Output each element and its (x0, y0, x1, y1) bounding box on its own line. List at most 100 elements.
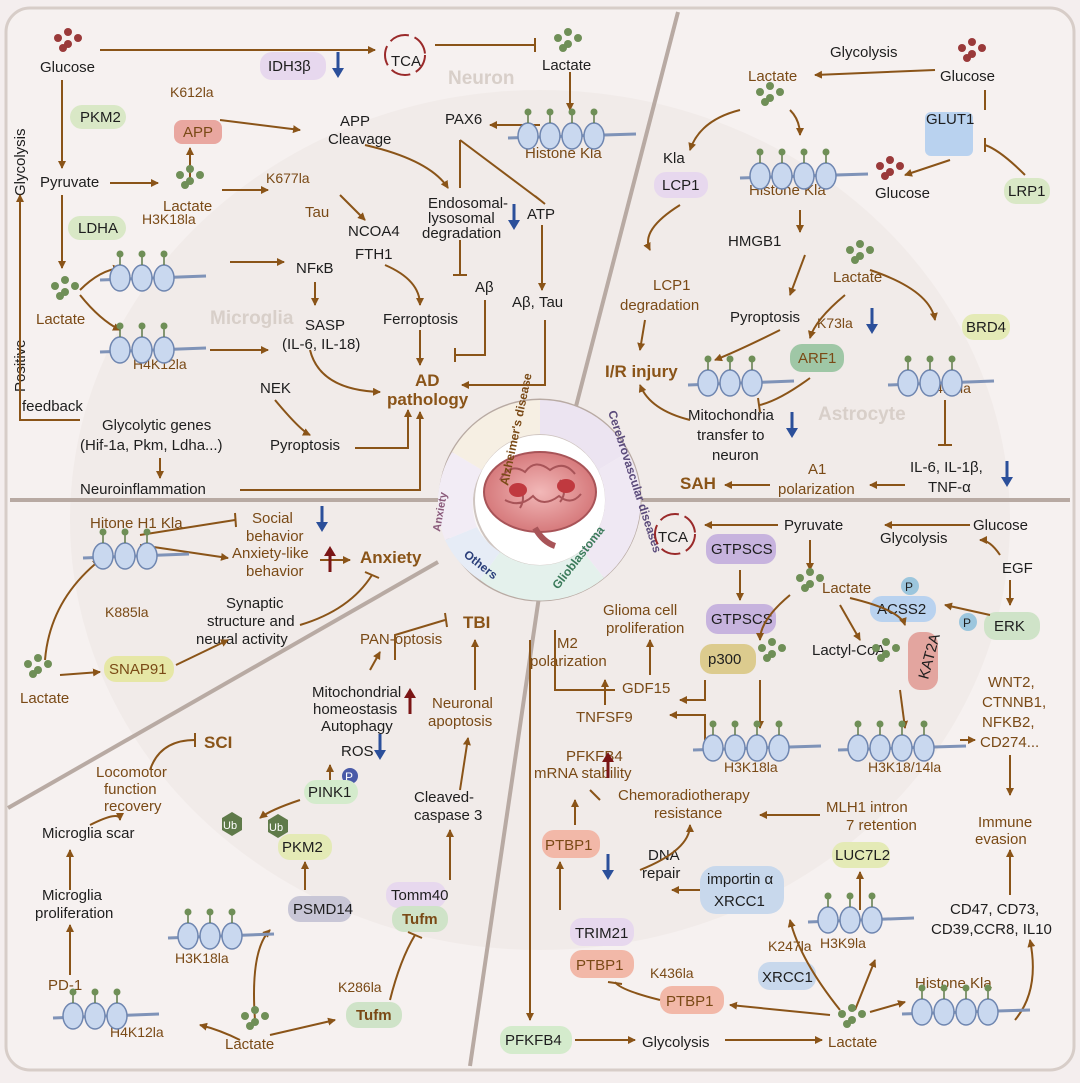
lactyl-mark (184, 908, 192, 916)
lactate-molecule (61, 276, 69, 284)
gb-k247la: K247la (768, 938, 812, 954)
lactyl-mark (948, 355, 956, 363)
nucleosome (847, 734, 869, 762)
cv-glycolysis: Glycolysis (830, 44, 898, 61)
lactate-molecule (56, 292, 64, 300)
lactyl-mark (800, 148, 808, 156)
lactyl-mark (116, 250, 124, 258)
lactyl-mark (121, 528, 129, 536)
cv-pyroptosis: Pyroptosis (730, 309, 800, 326)
gb-h3k18la: H3K18la (724, 759, 778, 775)
glucose-molecule (958, 44, 966, 52)
gb-histone-kla: Histone Kla (915, 975, 992, 992)
ot-lactate: Lactate (225, 1036, 274, 1053)
gb-m2-2: polarization (530, 653, 607, 670)
cv-kla: Kla (663, 150, 685, 167)
gb-trim21: TRIM21 (575, 925, 628, 942)
cv-glucose: Glucose (940, 68, 995, 85)
lactate-molecule (858, 1010, 866, 1018)
ot-loco-3: recovery (104, 798, 162, 815)
ot-neuro-2: apoptosis (428, 713, 492, 730)
gb-gtpscs-1: GTPSCS (711, 541, 773, 558)
gb-ptbp1-b: PTBP1 (576, 957, 624, 974)
ot-neuro-1: Neuronal (432, 695, 493, 712)
lactate-molecule (851, 256, 859, 264)
lactyl-mark (920, 720, 928, 728)
ot-sci: SCI (204, 733, 232, 752)
indicator-layer (316, 52, 1013, 880)
cv-a1-1: A1 (808, 461, 826, 478)
ad-sasp-2: (IL-6, IL-18) (282, 336, 360, 353)
nucleosome (839, 906, 861, 934)
cv-brd4: BRD4 (966, 319, 1006, 336)
gb-gtpscs-2: GTPSCS (711, 611, 773, 628)
cv-hmgb1: HMGB1 (728, 233, 781, 250)
gb-glioma-1: Glioma cell (603, 602, 677, 619)
gb-k436la: K436la (650, 965, 694, 981)
ad-glyco-genes-1: Glycolytic genes (102, 417, 211, 434)
lactyl-mark (854, 720, 862, 728)
anxiety-panel: Hitone H1 Kla Social behavior Anxiety-li… (20, 510, 422, 707)
glucose-molecule (896, 162, 904, 170)
nucleosome (131, 264, 153, 292)
lactate-molecule (882, 638, 890, 646)
cv-lactate: Lactate (748, 68, 797, 85)
cv-il-1: IL-6, IL-1β, (910, 459, 983, 476)
nucleosome (741, 369, 763, 397)
ax-syn-1: Synaptic (226, 595, 284, 612)
lactate-molecule (877, 654, 885, 662)
lactate-molecule (766, 82, 774, 90)
ad-ldha: LDHA (78, 220, 118, 237)
ad-abeta: Aβ (475, 279, 494, 296)
gb-h3k9la: H3K9la (820, 935, 866, 951)
gb-pfkfb4-1: PFKFB4 (566, 748, 623, 765)
lactyl-mark (704, 355, 712, 363)
ad-neuron-label: Neuron (448, 68, 515, 89)
lactyl-mark (709, 720, 717, 728)
ax-anx-2: behavior (246, 563, 304, 580)
ot-pkm2: PKM2 (282, 839, 323, 856)
arrow-layer (16, 38, 1036, 1044)
lactyl-mark (138, 250, 146, 258)
ax-anxiety: Anxiety (360, 548, 422, 567)
cv-lcp1-deg-2: degradation (620, 297, 699, 314)
nucleosome (793, 162, 815, 190)
cv-a1-2: polarization (778, 481, 855, 498)
gb-gdf15: GDF15 (622, 680, 670, 697)
lactyl-mark (748, 355, 756, 363)
lactate-molecule (872, 644, 880, 652)
gb-tca: TCA (658, 529, 688, 546)
nucleosome (177, 922, 199, 950)
ad-pathology-2: pathology (387, 390, 469, 409)
glucose-molecule (54, 34, 62, 42)
gb-dna-1: DNA (648, 847, 680, 864)
nucleosome (131, 336, 153, 364)
cv-lrp1: LRP1 (1008, 183, 1046, 200)
nucleosome (153, 264, 175, 292)
nucleosome (106, 1002, 128, 1030)
lactate-molecule (29, 670, 37, 678)
ot-cc-2: caspase 3 (414, 807, 482, 824)
down-arrow-head (866, 324, 878, 334)
gb-wnt: WNT2, (988, 674, 1035, 691)
ot-mito-2: homeostasis (313, 701, 397, 718)
lactate-molecule (196, 171, 204, 179)
molecule-layer (24, 28, 986, 1030)
down-arrow-head (1001, 477, 1013, 487)
cv-lcp1-deg-1: LCP1 (653, 277, 691, 294)
ad-atp: ATP (527, 206, 555, 223)
ax-syn-2: structure and (207, 613, 295, 630)
ax-social-2: behavior (246, 528, 304, 545)
lactate-molecule (564, 28, 572, 36)
nucleosome (891, 734, 913, 762)
lactate-molecule (24, 660, 32, 668)
down-arrow-head (786, 428, 798, 438)
gb-xrcc1-b: XRCC1 (762, 969, 813, 986)
nucleosome (153, 336, 175, 364)
nucleosome (136, 542, 158, 570)
lactyl-mark (876, 720, 884, 728)
nucleosome (977, 998, 999, 1026)
lactate-molecule (866, 246, 874, 254)
nucleosome (539, 122, 561, 150)
gb-m2-1: M2 (557, 635, 578, 652)
